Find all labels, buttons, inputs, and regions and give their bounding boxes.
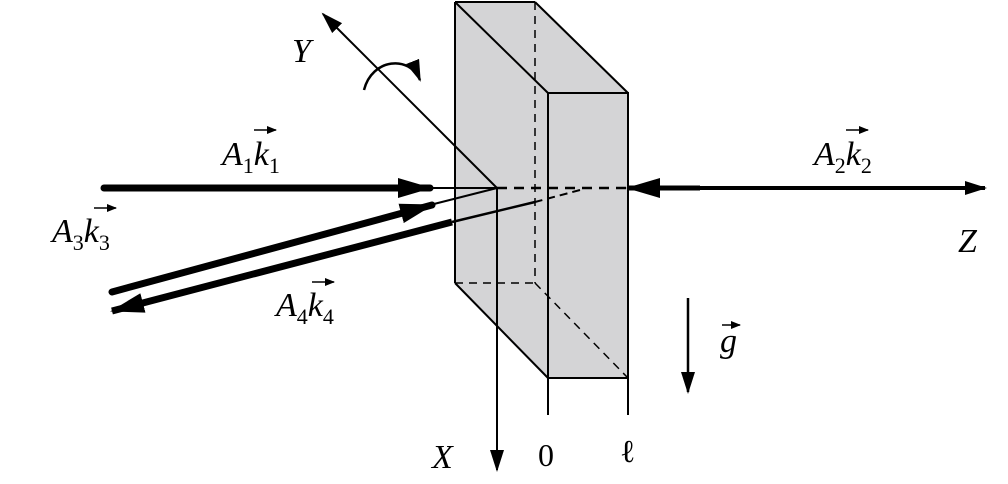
wave3-text: A3k3 (50, 213, 110, 255)
z-axis-label: Z (958, 223, 978, 260)
wave3-label: A3k3 (50, 204, 117, 255)
wave2-text: A2k2 (812, 136, 872, 178)
y-axis-label: Y (292, 33, 314, 70)
slab (454, 1, 629, 379)
gravity-symbol: g (720, 323, 737, 360)
wave4-label: A4k4 (274, 278, 335, 329)
y-axis (321, 12, 498, 189)
x-axis-label: X (430, 439, 454, 476)
zero-label: 0 (538, 437, 554, 473)
ell-label: ℓ (620, 433, 635, 469)
wave4-text: A4k4 (274, 287, 334, 329)
wave3-arrow (108, 187, 498, 296)
gravity-label: g (720, 321, 741, 360)
wave2-label: A2k2 (812, 126, 872, 178)
wave1-label: A1k1 (220, 126, 280, 178)
wave1-text: A1k1 (220, 136, 280, 178)
rotation-arrow-icon (362, 58, 422, 91)
wave4-arrow (110, 189, 581, 315)
